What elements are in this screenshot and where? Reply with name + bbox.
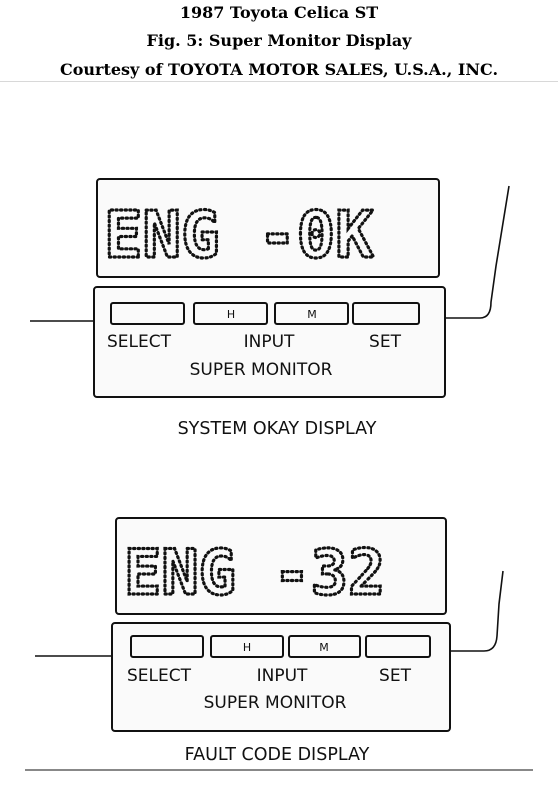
harness-wire-right bbox=[445, 185, 510, 319]
m-button-label: M bbox=[319, 641, 329, 654]
m-button[interactable] bbox=[274, 302, 349, 325]
h-button[interactable] bbox=[193, 302, 268, 325]
input-label: INPUT bbox=[257, 666, 308, 686]
set-label: SET bbox=[369, 332, 402, 352]
unit-label: SUPER MONITOR bbox=[190, 360, 333, 380]
m-button[interactable] bbox=[288, 635, 361, 658]
set-button[interactable] bbox=[365, 635, 431, 658]
h-button-label: H bbox=[243, 641, 251, 654]
panel-system-okay: ENG -0K H M SELECT INPUT SET SUPER MONIT… bbox=[30, 178, 510, 439]
panel-caption: FAULT CODE DISPLAY bbox=[185, 745, 370, 765]
unit-label: SUPER MONITOR bbox=[204, 693, 347, 713]
header-rule bbox=[0, 81, 558, 82]
display-readout: ENG -32 bbox=[124, 536, 385, 609]
select-button[interactable] bbox=[110, 302, 185, 325]
display-screen bbox=[115, 517, 447, 615]
panel-caption: SYSTEM OKAY DISPLAY bbox=[178, 419, 377, 439]
display-screen bbox=[96, 178, 440, 278]
h-button-label: H bbox=[227, 308, 235, 321]
select-label: SELECT bbox=[127, 666, 192, 686]
input-label: INPUT bbox=[244, 332, 295, 352]
display-readout: ENG -0K bbox=[104, 199, 374, 273]
panel-fault-code: ENG -32 H M SELECT INPUT SET SUPER MONIT… bbox=[35, 517, 504, 765]
set-label: SET bbox=[379, 666, 412, 686]
select-label: SELECT bbox=[107, 332, 172, 352]
harness-wire-right bbox=[450, 570, 504, 652]
courtesy-line: Courtesy of TOYOTA MOTOR SALES, U.S.A., … bbox=[59, 60, 499, 79]
select-button[interactable] bbox=[130, 635, 204, 658]
header-title: 1987 Toyota Celica ST bbox=[179, 3, 379, 22]
m-button-label: M bbox=[307, 308, 317, 321]
set-button[interactable] bbox=[352, 302, 420, 325]
figure-caption: Fig. 5: Super Monitor Display bbox=[146, 31, 412, 50]
h-button[interactable] bbox=[210, 635, 284, 658]
